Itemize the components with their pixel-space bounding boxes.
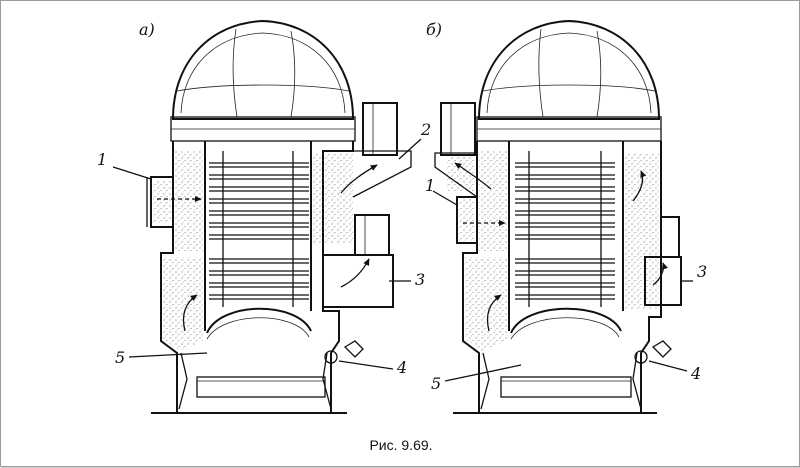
boiler-b — [432, 19, 693, 414]
grate-a — [151, 340, 364, 414]
dome-a — [170, 19, 356, 142]
tube-bank-b — [514, 151, 616, 307]
leaders-b — [432, 190, 693, 382]
callout-b-1: 1 — [425, 176, 435, 195]
shell-b — [462, 141, 662, 414]
panel-label-b: б) — [426, 20, 442, 39]
dome-b — [476, 19, 662, 142]
callout-a-1: 1 — [97, 150, 107, 169]
callout-a-5: 5 — [115, 348, 125, 367]
inlet-nozzle-b — [456, 196, 506, 244]
grate-b — [453, 340, 672, 414]
callout-a-4: 4 — [396, 358, 407, 377]
figure-caption: Рис. 9.69. — [369, 437, 433, 453]
flow-arrow-a — [182, 294, 198, 332]
boiler-a — [112, 19, 422, 414]
flue-b — [434, 102, 492, 198]
callout-b-3: 3 — [697, 262, 707, 281]
callout-b-5: 5 — [431, 374, 441, 393]
inlet-nozzle-a — [146, 176, 202, 228]
tube-bank-a — [208, 151, 310, 307]
callout-b-4: 4 — [690, 364, 701, 383]
flow-arrow-b — [486, 294, 502, 332]
leaders-a — [112, 138, 422, 370]
shell-a — [160, 141, 354, 414]
flue-a — [340, 102, 412, 198]
callout-a-3: 3 — [415, 270, 425, 289]
panel-label-a: а) — [139, 20, 155, 39]
callout-a-2: 2 — [420, 120, 431, 139]
